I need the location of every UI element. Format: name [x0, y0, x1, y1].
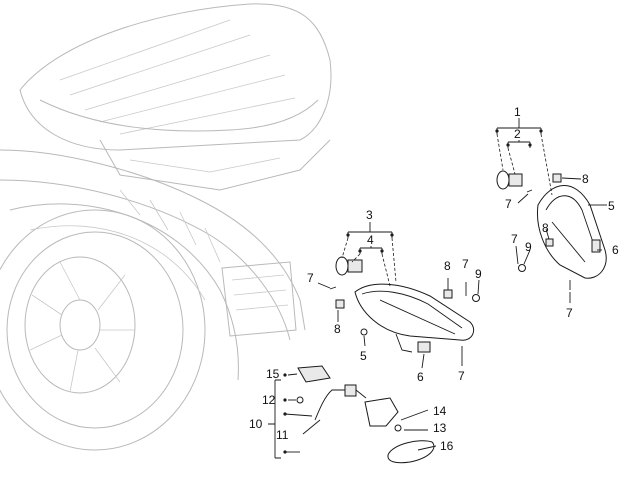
callout-7: 7: [458, 369, 465, 383]
leader-lines: [268, 118, 607, 459]
callout-7: 7: [566, 306, 573, 320]
callout-5: 5: [608, 199, 615, 213]
left-turn-lamp-assembly: [329, 256, 480, 356]
callout-6: 6: [417, 370, 424, 384]
callout-11: 11: [276, 428, 289, 442]
right-turn-lamp-assembly: [496, 170, 607, 290]
callout-7: 7: [462, 257, 469, 271]
callout-10: 10: [249, 417, 263, 431]
callout-16: 16: [440, 439, 454, 453]
callout-14: 14: [433, 404, 447, 418]
callout-4: 4: [367, 233, 374, 247]
license-plate-light-assembly: [296, 365, 435, 464]
vehicle-rear-outline: [0, 3, 332, 451]
callout-7: 7: [511, 232, 518, 246]
bracket-dots: [283, 129, 543, 454]
callout-6: 6: [612, 243, 619, 257]
callout-9: 9: [475, 267, 482, 281]
callout-labels: 1 2 3 4 5 5 6 6 7 7 7 7 7 7 8 8 8 8 9 9 …: [249, 105, 619, 453]
callout-8: 8: [582, 172, 589, 186]
callout-13: 13: [433, 421, 447, 435]
callout-3: 3: [366, 208, 373, 222]
callout-8: 8: [542, 221, 549, 235]
callout-15: 15: [266, 367, 280, 381]
callout-2: 2: [514, 127, 521, 141]
callout-7: 7: [505, 197, 512, 211]
callout-1: 1: [514, 105, 521, 119]
callout-7: 7: [307, 271, 314, 285]
callout-12: 12: [262, 393, 276, 407]
callout-9: 9: [525, 240, 532, 254]
callout-5: 5: [360, 349, 367, 363]
callout-8: 8: [444, 259, 451, 273]
callout-8: 8: [334, 322, 341, 336]
